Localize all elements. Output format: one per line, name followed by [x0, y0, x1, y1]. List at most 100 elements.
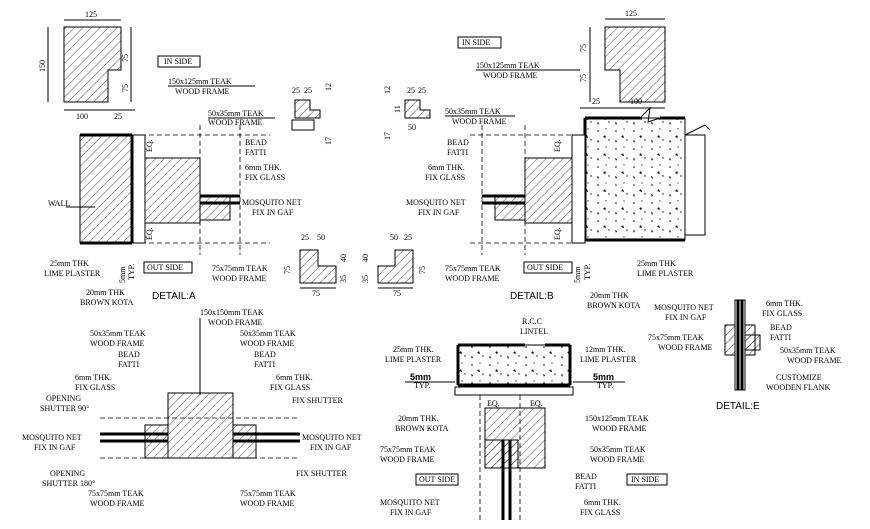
label-fix-glass: FIX GLASS — [245, 173, 285, 182]
dim-75b: 75 — [312, 289, 320, 298]
label-d-lime-r: LIME PLASTER — [580, 355, 637, 364]
dim-b-l40: 40 — [361, 254, 370, 262]
label-bead: BEAD — [245, 138, 267, 147]
label-d-75-wood: WOOD FRAME — [380, 455, 435, 464]
dim-40: 40 — [339, 254, 348, 262]
dim-b-100: 100 — [630, 97, 642, 106]
label-b-25mm: 25mm THK — [637, 259, 676, 268]
label-c-glass-l2: FIX GLASS — [75, 383, 115, 392]
label-e-customize: CUSTOMIZE — [776, 373, 822, 382]
detail-b-section-profile: 125 75 75 25 100 — [579, 9, 666, 109]
label-c-mosq-l2: FIX IN GAF — [34, 443, 76, 452]
label-c-75-r2: WOOD FRAME — [240, 499, 295, 508]
label-b-fatti: FATTI — [447, 148, 469, 157]
dim-b-25a: 25 — [407, 86, 415, 95]
label-20mm: 20mm THK — [86, 288, 125, 297]
label-d-out-side: OUT SIDE — [419, 475, 455, 484]
label-d-bead: BEAD — [575, 472, 597, 481]
label-b-lime: LIME PLASTER — [637, 269, 694, 278]
dim-b-125: 125 — [625, 9, 637, 18]
label-d-kota: BROWN KOTA — [395, 424, 449, 433]
label-b-5mm: 5mm — [573, 266, 582, 283]
detail-c: 150x150mm TEAK WOOD FRAME 50x35mm TEAK W… — [22, 308, 362, 508]
label-d-wf: WOOD FRAME — [590, 455, 645, 464]
label-c-bead-l2: FATTI — [118, 360, 140, 369]
label-50x35-wood: WOOD FRAME — [208, 118, 263, 127]
label-out-side: OUT SIDE — [147, 263, 183, 272]
label-e-flank: WOODEN FLANK — [766, 383, 830, 392]
label-gaf: FIX IN GAF — [252, 208, 294, 217]
label-wall: WALL — [48, 199, 70, 208]
label-b-75-wood: WOOD FRAME — [445, 274, 500, 283]
dim-25a: 25 — [292, 86, 300, 95]
label-d-50x35: 50x35mm TEAK — [590, 445, 646, 454]
label-c-wf-l1: 50x35mm TEAK — [90, 329, 146, 338]
label-b-typ: TYP. — [583, 264, 592, 280]
label-b-out-side: OUT SIDE — [527, 263, 563, 272]
label-d-mosq2: FIX IN GAF — [390, 508, 432, 517]
detail-a-l-profile: 25 50 75 35 40 75 — [283, 233, 348, 298]
label-d-75x75: 75x75mm TEAK — [380, 445, 436, 454]
label-d-mosq1: MOSQUITO NET — [380, 498, 440, 507]
dim-b-50: 50 — [408, 123, 416, 132]
dim-12: 12 — [324, 83, 333, 91]
dim-100: 100 — [76, 112, 88, 121]
detail-e: MOSQUITO NET FIX IN GAF 6mm THK. FIX GLA… — [648, 299, 842, 412]
frame-b-150x125 — [524, 157, 573, 224]
label-c-glass-r1: 6mm THK. — [276, 373, 313, 382]
dim-25: 25 — [301, 233, 309, 242]
label-mosquito: MOSQUITO NET — [242, 198, 302, 207]
label-b-bead: BEAD — [447, 138, 469, 147]
label-c-mosq-r1: MOSQUITO NET — [302, 433, 362, 442]
label-c-wf-r2: WOOD FRAME — [240, 339, 295, 348]
label-frame-b1: 150x125mm TEAK — [476, 61, 540, 70]
label-d-in-side: IN SIDE — [631, 475, 659, 484]
label-c-open90-1: OPENING — [46, 394, 81, 403]
label-d-12mm: 12mm THK. — [585, 345, 626, 354]
label-c-fix-shutter2: FIX SHUTTER — [296, 469, 348, 478]
label-frame-b2: WOOD FRAME — [483, 71, 538, 80]
dim-b-25: 25 — [592, 97, 600, 106]
label-c-open180-2: SHUTTER 180° — [42, 479, 95, 488]
concrete-block — [584, 117, 686, 241]
label-5mm: 5mm — [118, 266, 127, 283]
label-e-75x75: 75x75mm TEAK — [648, 333, 704, 342]
label-c-75-r1: 75x75mm TEAK — [240, 489, 296, 498]
label-e-75-wood: WOOD FRAME — [658, 343, 713, 352]
dim-b-l75b: 75 — [393, 289, 401, 298]
label-c-glass-r2: FIX GLASS — [270, 383, 310, 392]
dim-b-l50: 50 — [390, 233, 398, 242]
detail-b-l-profile: 50 25 35 40 75 75 — [361, 233, 427, 298]
label-d-frame2: WOOD FRAME — [592, 424, 647, 433]
dim-b-75a: 75 — [579, 44, 588, 52]
dim-b-12: 12 — [383, 86, 392, 94]
detail-a-bead-profile: 25 25 12 50 17 — [291, 83, 333, 145]
label-d-eq1: EQ. — [487, 399, 500, 408]
label-75x75: 75x75mm TEAK — [212, 264, 268, 273]
dim-25: 25 — [114, 112, 122, 121]
label-d-glass: FIX GLASS — [580, 508, 620, 517]
title-detail-e: DETAIL:E — [716, 401, 760, 412]
label-c-bead-l1: BEAD — [118, 350, 140, 359]
label-c-mosq-l1: MOSQUITO NET — [22, 433, 82, 442]
detail-b-bead-profile: 25 25 12 11 50 17 — [383, 86, 431, 140]
label-b-mosquito: MOSQUITO NET — [406, 198, 466, 207]
dim-b-75b: 75 — [579, 74, 588, 82]
eq-1: EQ. — [145, 139, 154, 152]
label-b-glass: FIX GLASS — [425, 173, 465, 182]
label-e-50x35: 50x35mm TEAK — [780, 346, 836, 355]
label-typ: TYP. — [127, 264, 136, 280]
label-75-wood: WOOD FRAME — [212, 274, 267, 283]
detail-a: 125 150 75 75 100 25 IN SIDE 150x125mm T… — [38, 10, 348, 307]
dim-150: 150 — [38, 60, 47, 72]
label-fatti: FATTI — [245, 148, 267, 157]
label-frame-2: WOOD FRAME — [175, 87, 230, 96]
label-c-wf-r1: 50x35mm TEAK — [240, 329, 296, 338]
eq-b-1: EQ. — [553, 139, 562, 152]
label-b-50x35: 50x35mm TEAK — [445, 107, 501, 116]
label-d-5mm-r: 5mm — [593, 372, 614, 382]
label-d-5mm-l: 5mm — [410, 372, 431, 382]
dim-b-25b: 25 — [418, 86, 426, 95]
label-d-typ-r: TYP. — [597, 381, 613, 390]
label-kota: BROWN KOTA — [80, 298, 134, 307]
